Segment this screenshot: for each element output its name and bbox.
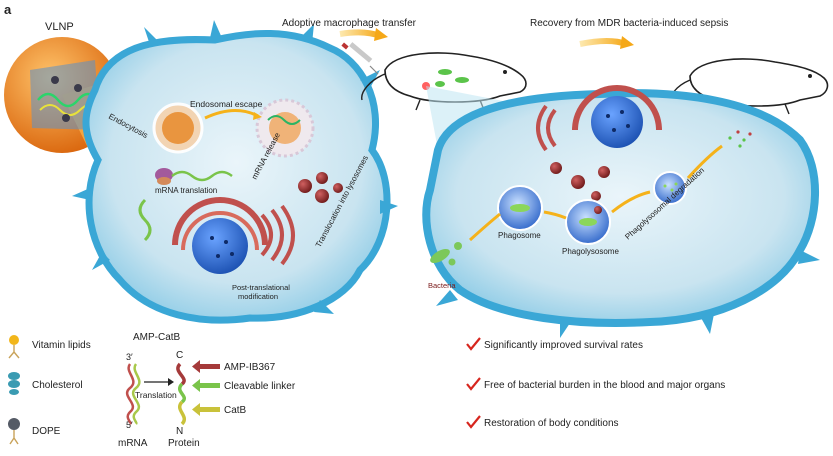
label-translation: Translation (135, 390, 177, 400)
panel-letter: a (4, 2, 12, 17)
label-catb: CatB (224, 405, 247, 416)
bacterial-debris (728, 130, 752, 148)
mrna-5prime: 5′ (126, 420, 133, 430)
construct-title: AMP-CatB (133, 332, 181, 343)
bacteria-icon (430, 242, 462, 266)
escaping-endosome (255, 98, 315, 158)
legend-vitamin-lipid-icon (8, 335, 20, 359)
right-nucleus (572, 85, 662, 148)
mrna-ribosome (138, 168, 233, 242)
syringe-icon (341, 42, 379, 75)
vlnp-title: VLNP (45, 21, 74, 33)
label-recovery: Recovery from MDR bacteria-induced sepsi… (530, 18, 728, 29)
legend-dope: DOPE (32, 426, 61, 437)
legend-cholesterol: Cholesterol (32, 380, 83, 391)
catb-arrow (192, 403, 220, 416)
label-phagolysosome: Phagolysosome (562, 247, 619, 256)
label-ptm-line2: modification (238, 292, 278, 301)
label-mrna: mRNA (118, 438, 148, 449)
label-mrna-translation: mRNA translation (155, 186, 217, 195)
label-phagosome: Phagosome (498, 231, 541, 240)
phagolysosome (565, 199, 611, 245)
mrna-strand (125, 363, 141, 425)
outcome-check-icon (466, 377, 481, 391)
label-ptm-line1: Post-translational (232, 283, 290, 292)
phagosome (497, 185, 543, 231)
outcome-2: Free of bacterial burden in the blood an… (484, 380, 725, 391)
golgi-apparatus (260, 204, 295, 266)
label-linker: Cleavable linker (224, 381, 296, 392)
mrna-3prime: 3′ (126, 352, 133, 362)
protein-c-term: C (176, 350, 183, 361)
endosome (152, 102, 204, 154)
recovery-arrow (579, 38, 628, 47)
label-protein: Protein (168, 438, 200, 449)
transfer-arrow (339, 29, 382, 39)
degradation-arrow (611, 190, 651, 214)
engulf-arrow (468, 212, 501, 242)
outcome-check-icon (466, 337, 481, 351)
label-adoptive-transfer: Adoptive macrophage transfer (282, 18, 417, 29)
label-endosomal-escape: Endosomal escape (190, 99, 263, 109)
label-amp: AMP-IB367 (224, 362, 276, 373)
protein-strand (176, 362, 186, 426)
label-bacteria: Bacteria (428, 281, 456, 290)
fusion-arrow (543, 210, 567, 220)
protein-n-term: N (176, 426, 183, 437)
left-nucleus (172, 197, 268, 274)
lysosome-cluster (298, 172, 343, 203)
right-lysosomes (550, 162, 610, 201)
outcome-check-icon (466, 415, 481, 429)
right-golgi (536, 104, 557, 152)
legend-dope-icon (8, 418, 20, 445)
legend-vitamin-lipids: Vitamin lipids (32, 340, 91, 351)
release-arrow (686, 144, 723, 180)
outcome-1: Significantly improved survival rates (484, 340, 643, 351)
legend-cholesterol-icon (8, 372, 20, 395)
outcome-3: Restoration of body conditions (484, 418, 619, 429)
amp-arrow (192, 360, 220, 373)
degradation-vesicle (653, 171, 687, 205)
linker-arrow (192, 379, 220, 392)
left-macrophage (72, 20, 398, 324)
